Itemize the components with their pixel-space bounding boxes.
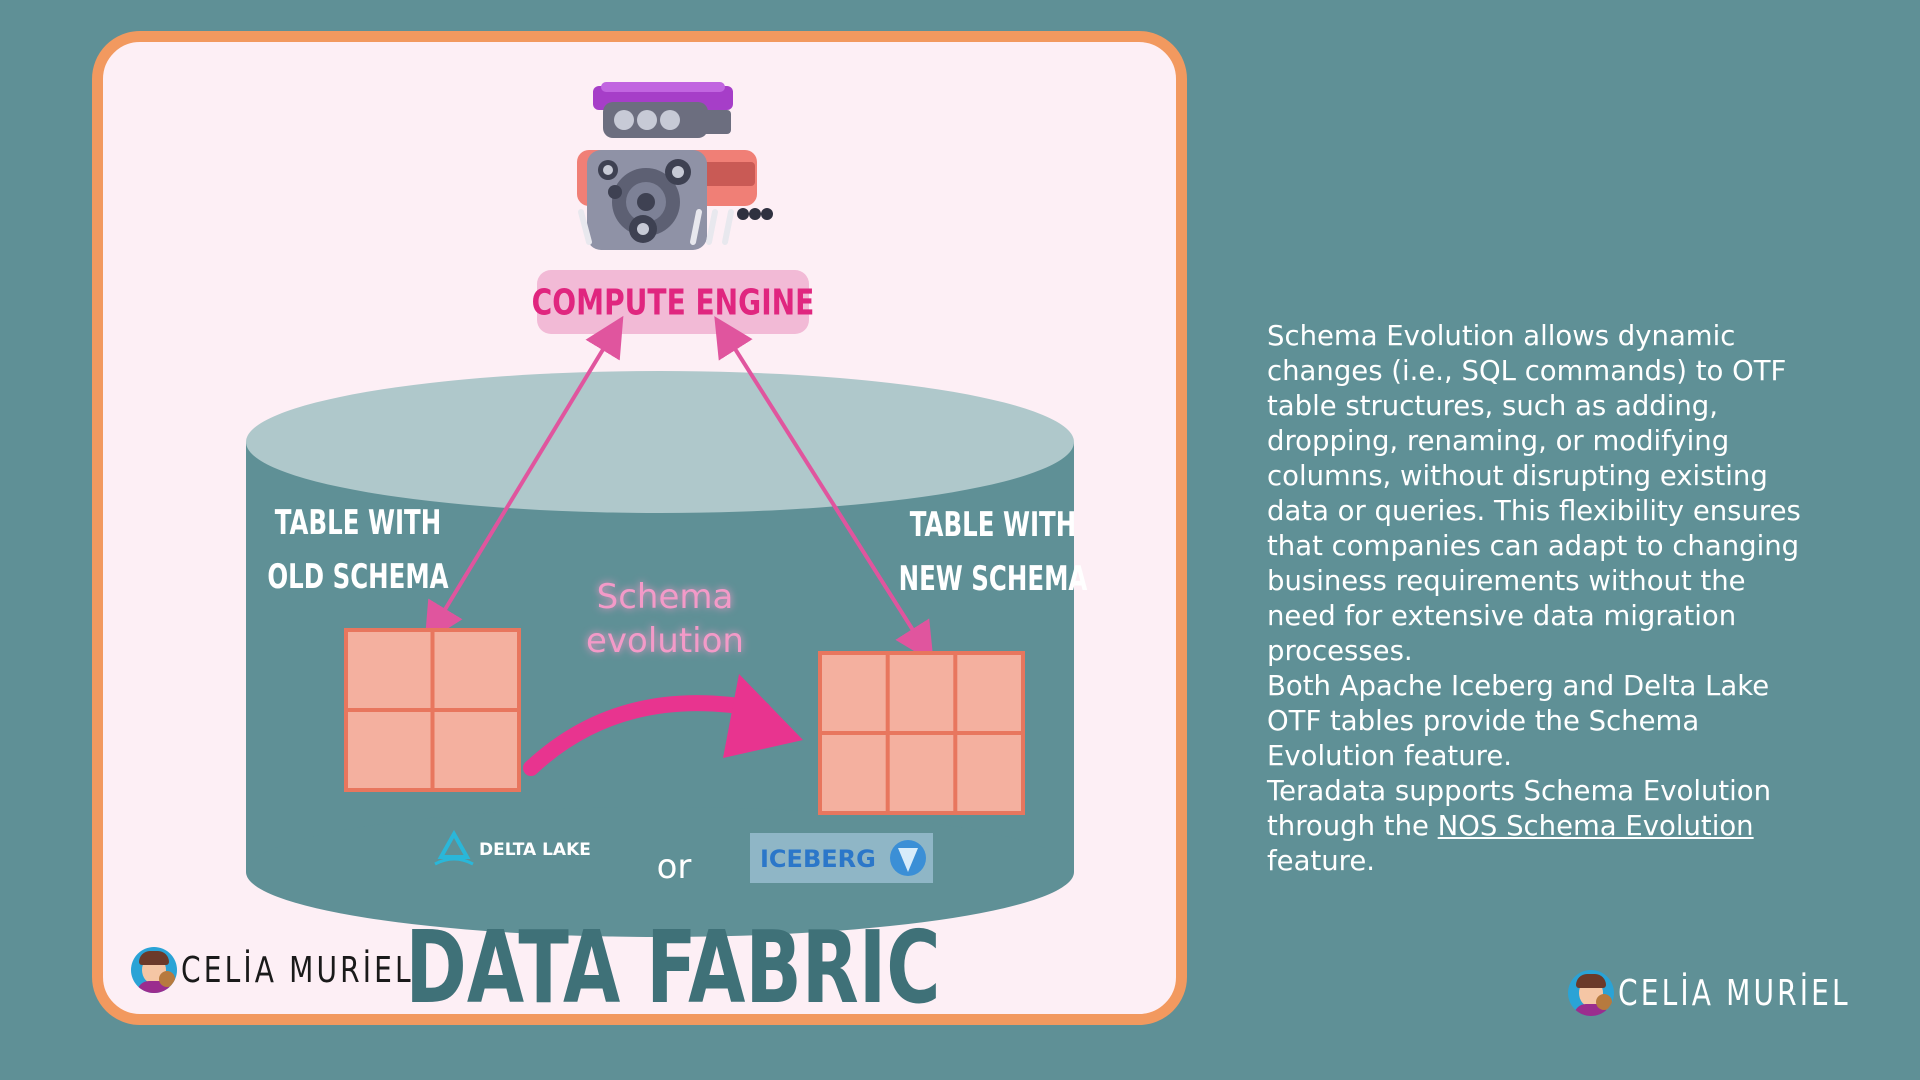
new-schema-table [818, 651, 1025, 815]
avatar [131, 947, 177, 993]
brand-logo: CELİA MURİEL [131, 947, 479, 993]
nos-schema-evolution-link[interactable]: NOS Schema Evolution [1437, 810, 1754, 842]
schema-evolution-diagram: COMPUTE ENGINE TABLE WITH OLD SCHEMA TAB… [246, 82, 1088, 1014]
brand-name: CELİA MURİEL [181, 949, 414, 991]
iceberg-logo: ICEBERG [750, 833, 933, 883]
schema-evolution-label-line1: Schema [597, 577, 734, 617]
description-paragraph-3-start: Teradata supports Schema Evolution throu… [1267, 775, 1772, 842]
description-paragraph-1: Schema Evolution allows dynamic changes … [1267, 320, 1801, 667]
delta-lake-logo: DELTA LAKE [434, 829, 591, 866]
new-table-label-line2: NEW SCHEMA [899, 559, 1088, 598]
new-table-label-line1: TABLE WITH [910, 505, 1076, 544]
compute-engine-badge: COMPUTE ENGINE [532, 270, 815, 334]
description-text: Schema Evolution allows dynamic changes … [1267, 319, 1807, 879]
or-label: or [657, 847, 692, 887]
brand-name: CELİA MURİEL [1618, 972, 1851, 1014]
description-paragraph-3: Teradata supports Schema Evolution throu… [1267, 774, 1807, 879]
delta-lake-label: DELTA LAKE [479, 840, 591, 860]
engine-to-new-table-arrow [714, 316, 934, 663]
brand-logo-footer: CELİA MURİEL [1568, 970, 1916, 1016]
old-table-label-line2: OLD SCHEMA [267, 557, 448, 596]
compute-engine-label: COMPUTE ENGINE [532, 281, 815, 323]
iceberg-label: ICEBERG [760, 845, 876, 873]
schema-evolution-arrow [523, 674, 803, 776]
old-table-label-line1: TABLE WITH [275, 503, 441, 542]
avatar [1568, 970, 1614, 1016]
data-fabric-title: DATA FABRIC [405, 909, 940, 1014]
engine-icon [577, 82, 773, 250]
description-paragraph-2: Both Apache Iceberg and Delta Lake OTF t… [1267, 670, 1770, 772]
schema-evolution-label-line2: evolution [586, 621, 744, 661]
description-paragraph-3-end: feature. [1267, 845, 1376, 877]
old-schema-table [344, 628, 521, 792]
engine-to-old-table-arrow [424, 315, 624, 644]
diagram-card: COMPUTE ENGINE TABLE WITH OLD SCHEMA TAB… [92, 31, 1187, 1025]
